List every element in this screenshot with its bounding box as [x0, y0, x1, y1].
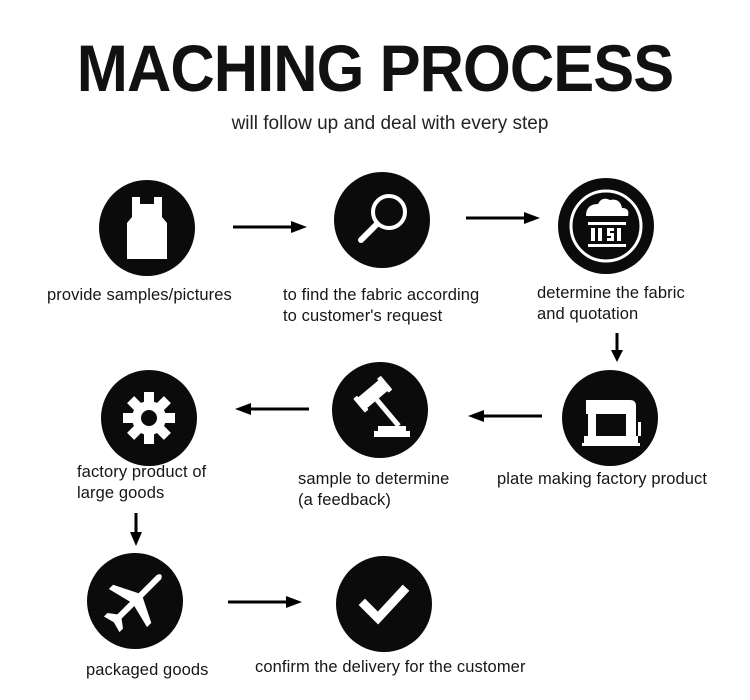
step-8-label: confirm the delivery for the customer: [255, 658, 526, 676]
gear-icon: [123, 392, 175, 444]
sample-vest-icon: [127, 197, 167, 259]
airplane-icon: [103, 574, 162, 633]
magnifier-icon: [358, 194, 407, 243]
arrow-down-1: [609, 333, 625, 363]
sewing-machine-icon: [582, 400, 641, 446]
step-6-circle: [101, 370, 197, 466]
arrow-right-3: [228, 594, 304, 610]
page-subtitle: will follow up and deal with every step: [231, 113, 549, 134]
step-4-label: plate making factory product: [497, 470, 708, 488]
step-1-label: provide samples/pictures: [47, 286, 232, 304]
step-1-circle: [99, 180, 195, 276]
step-7-circle: [87, 553, 183, 649]
gavel-icon: [353, 376, 410, 437]
step-2-circle: [334, 172, 430, 268]
step-5-circle: [332, 362, 428, 458]
arrow-down-2: [128, 513, 144, 547]
step-5-label: sample to determine (a feedback): [298, 470, 450, 509]
arrow-right-1: [233, 219, 309, 235]
step-8-circle: [336, 556, 432, 652]
arrow-left-1: [466, 408, 542, 424]
arrow-right-2: [466, 210, 542, 226]
step-4-circle: [562, 370, 658, 466]
step-7-label: packaged goods: [86, 661, 209, 679]
page-title: MACHING PROCESS: [76, 31, 674, 105]
step-3-circle: [558, 178, 654, 274]
checkmark-icon: [358, 584, 410, 625]
step-6-label: factory product of large goods: [77, 463, 207, 502]
arrow-left-2: [233, 401, 309, 417]
step-3-label: determine the fabric and quotation: [537, 284, 685, 323]
fabric-stack-icon: [569, 189, 643, 263]
step-2-label: to find the fabric according to customer…: [283, 286, 480, 325]
